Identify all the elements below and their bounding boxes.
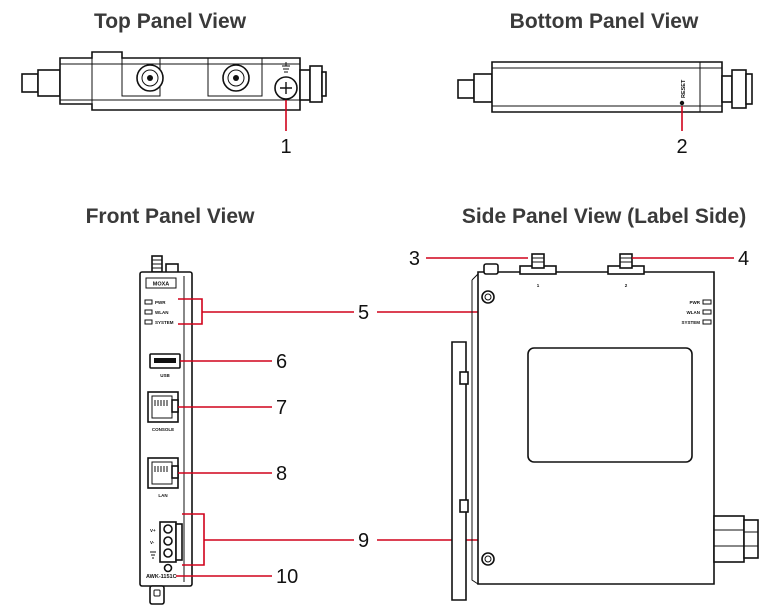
ground-symbol-icon [282,62,290,73]
side-system-label: SYSTEM [681,320,700,325]
side-system-led [702,319,712,325]
reset-label: RESET [681,79,687,98]
antenna-1-label: 1 [537,283,540,288]
callout-9: 9 [358,530,369,552]
system-led-label: SYSTEM [155,320,174,325]
model-label: AWK-1151C [146,574,177,580]
vplus-label: V+ [150,528,156,533]
front-panel-body [139,271,193,587]
callout-8: 8 [276,463,287,485]
callout-4: 4 [738,248,749,270]
side-pwr-led [702,299,712,305]
front-panel-device: MOXA PWR WLAN SYSTEM USB CONSOLE LAN V+ … [139,255,193,605]
antenna-2-label: 2 [625,283,628,288]
title-bottom-panel-view: Bottom Panel View [510,10,699,33]
top-panel-body [59,51,301,111]
bottom-left-connector-body [473,73,493,103]
top-left-connector [21,73,39,93]
callout-7: 7 [276,397,287,419]
product-label-area [527,347,693,463]
moxa-logo: MOXA [153,282,170,288]
din-rail-clip [451,341,467,601]
top-left-connector-body [37,69,61,97]
vminus-label: V- [150,540,155,545]
reset-button [679,100,685,106]
callout-5: 5 [358,302,369,324]
side-pwr-label: PWR [690,300,701,305]
title-front-panel-view: Front Panel View [86,205,255,228]
side-screw-bottom [481,552,495,566]
pwr-led-label: PWR [155,300,166,305]
callout-3: 3 [409,248,420,270]
side-screw-top [481,290,495,304]
front-mounting-tab [149,585,165,605]
wlan-led [144,309,153,315]
title-side-panel-view: Side Panel View (Label Side) [462,205,746,228]
callout-1: 1 [280,136,291,158]
pwr-led [144,299,153,305]
side-panel-device: 1 2 PWR WLAN SYSTEM [451,253,759,601]
callout-2: 2 [676,136,687,158]
title-top-panel-view: Top Panel View [94,10,247,33]
bottom-panel-body [491,61,723,113]
antenna-connector-2 [619,253,633,269]
callout-10: 10 [276,566,298,588]
system-led [144,319,153,325]
antenna-connector-1 [531,253,545,269]
callout-6: 6 [276,351,287,373]
top-panel-device [21,51,327,111]
wlan-led-label: WLAN [155,310,169,315]
side-wlan-led [702,309,712,315]
usb-label: USB [160,373,170,378]
lan-label: LAN [158,493,167,498]
bottom-left-connector [457,79,475,99]
console-label: CONSOLE [152,427,174,432]
side-wlan-label: WLAN [687,310,701,315]
front-ground-symbol-icon [150,551,156,559]
bottom-panel-device: RESET [457,61,753,113]
side-terminal-block [713,515,745,563]
